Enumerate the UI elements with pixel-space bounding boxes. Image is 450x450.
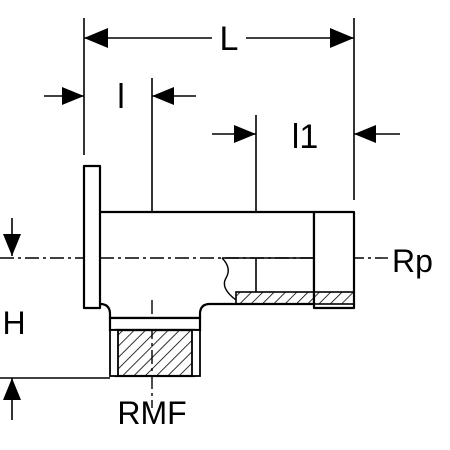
internal-thread-hatch — [235, 291, 355, 305]
arrowhead-left — [84, 28, 108, 48]
dimension-l1-thread: l1 — [212, 115, 400, 212]
arrowhead-right — [62, 87, 84, 105]
arrowhead-right — [330, 28, 354, 48]
label-h: H — [2, 305, 25, 341]
pipe-body-outline — [99, 210, 316, 320]
arrowhead-left — [152, 87, 174, 105]
arrowhead-up — [3, 378, 21, 400]
mounting-flange — [82, 164, 102, 310]
dimension-l-total: L — [83, 18, 355, 200]
arrowhead-right — [234, 125, 256, 143]
arrowhead-left — [354, 125, 376, 143]
label-l-insert: l — [117, 78, 125, 116]
male-thread-hatch — [114, 328, 196, 378]
label-l1-thread: l1 — [292, 118, 318, 156]
arrowhead-down — [3, 234, 21, 256]
break-line — [221, 257, 237, 301]
dimension-l-insert: l — [44, 78, 196, 212]
label-rmf: RMF — [117, 395, 186, 431]
male-thread-stub — [108, 316, 202, 378]
dimension-h: H — [0, 218, 110, 420]
label-rp: Rp — [392, 243, 433, 279]
label-l-total: L — [220, 20, 239, 58]
